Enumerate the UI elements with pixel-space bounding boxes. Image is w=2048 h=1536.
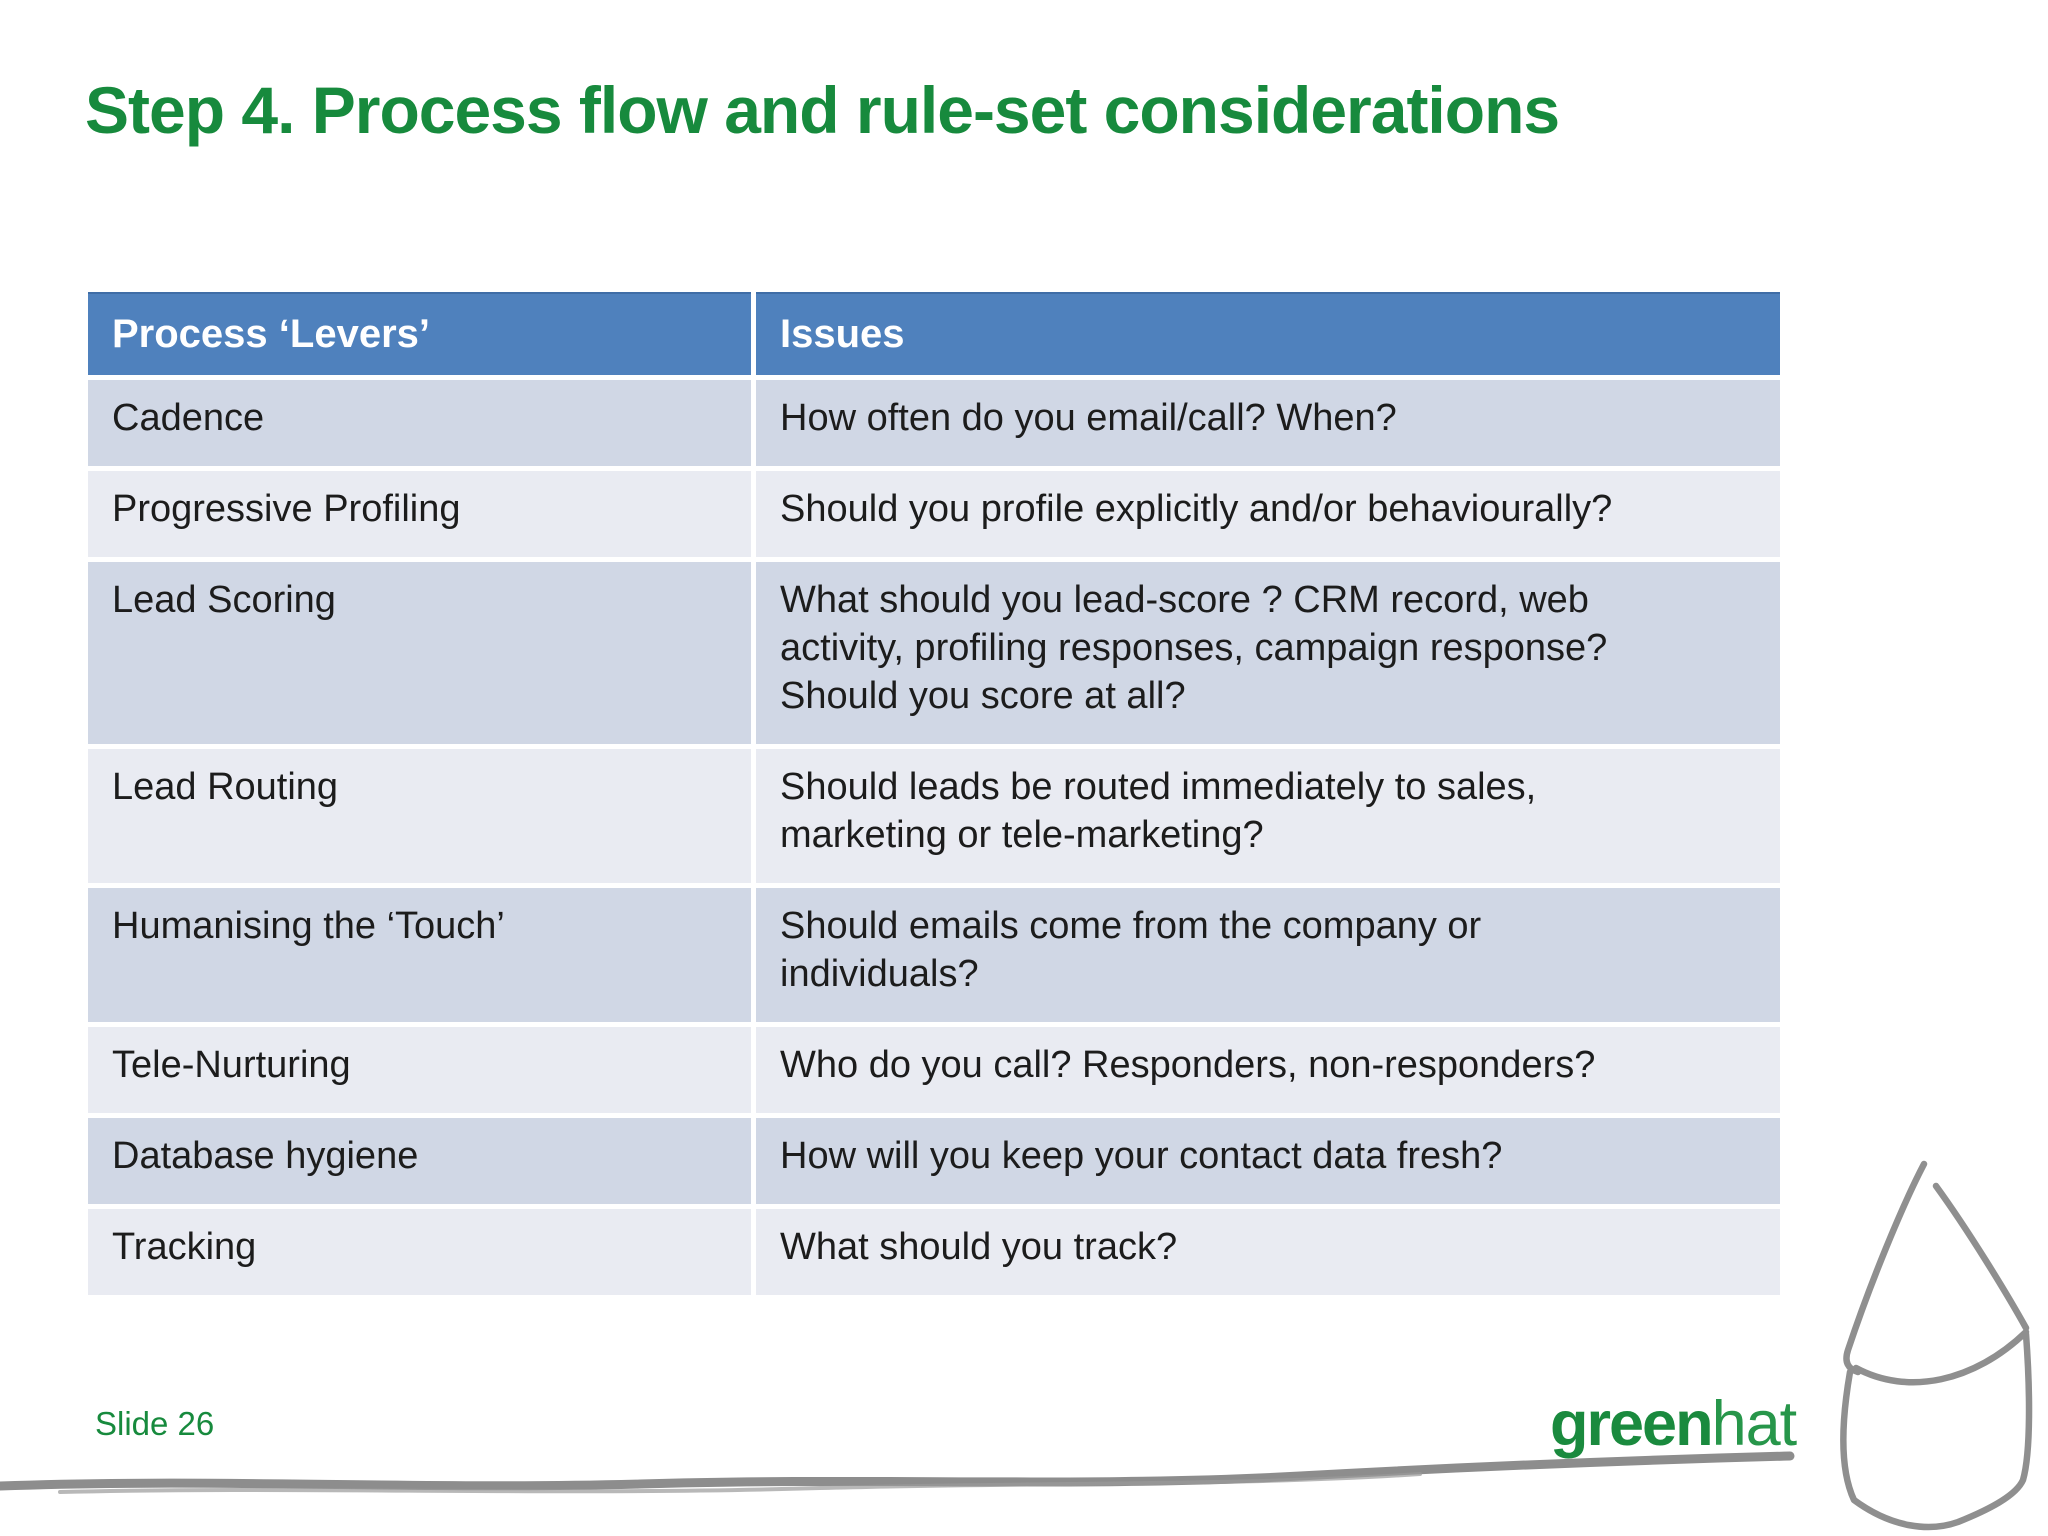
issue-cell: Should leads be routed immediately to sa… — [756, 749, 1780, 883]
table-row: Lead Scoring What should you lead-score … — [88, 562, 1780, 744]
process-table-body: Cadence How often do you email/call? Whe… — [88, 380, 1780, 1295]
column-header-levers: Process ‘Levers’ — [88, 292, 751, 375]
open-box-sketch-icon — [1840, 1160, 2033, 1531]
lever-cell: Progressive Profiling — [88, 471, 751, 557]
logo-text-green: green — [1550, 1389, 1714, 1459]
issue-cell: What should you lead-score ? CRM record,… — [756, 562, 1780, 744]
issue-cell: Should emails come from the company or i… — [756, 888, 1780, 1022]
issue-cell: Should you profile explicitly and/or beh… — [756, 471, 1780, 557]
slide-number: Slide 26 — [95, 1405, 215, 1442]
lever-cell: Tracking — [88, 1209, 751, 1295]
table-row: Humanising the ‘Touch’ Should emails com… — [88, 888, 1780, 1022]
table-row: Progressive Profiling Should you profile… — [88, 471, 1780, 557]
lever-cell: Tele-Nurturing — [88, 1027, 751, 1113]
table-header-row: Process ‘Levers’ Issues — [88, 292, 1780, 375]
lever-cell: Lead Routing — [88, 749, 751, 883]
logo: greenhat — [1550, 1388, 1798, 1460]
lever-cell: Cadence — [88, 380, 751, 466]
table-row: Lead Routing Should leads be routed imme… — [88, 749, 1780, 883]
issue-cell: What should you track? — [756, 1209, 1780, 1295]
logo-text-hat: hat — [1711, 1389, 1798, 1459]
lever-cell: Lead Scoring — [88, 562, 751, 744]
hand-drawn-line — [0, 1451, 1795, 1494]
issue-cell: How will you keep your contact data fres… — [756, 1118, 1780, 1204]
lever-cell: Database hygiene — [88, 1118, 751, 1204]
issue-cell: How often do you email/call? When? — [756, 380, 1780, 466]
table-row: Cadence How often do you email/call? Whe… — [88, 380, 1780, 466]
table-row: Database hygiene How will you keep your … — [88, 1118, 1780, 1204]
table-row: Tracking What should you track? — [88, 1209, 1780, 1295]
issue-cell: Who do you call? Responders, non-respond… — [756, 1027, 1780, 1113]
table-row: Tele-Nurturing Who do you call? Responde… — [88, 1027, 1780, 1113]
process-table: Process ‘Levers’ Issues Cadence How ofte… — [83, 287, 1785, 1300]
lever-cell: Humanising the ‘Touch’ — [88, 888, 751, 1022]
slide-title: Step 4. Process flow and rule-set consid… — [85, 73, 1560, 147]
column-header-issues: Issues — [756, 292, 1780, 375]
